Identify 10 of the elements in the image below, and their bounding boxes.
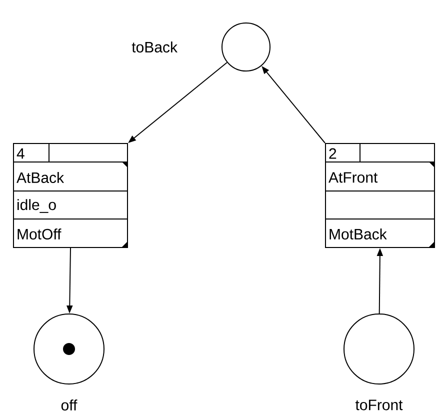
count-label: 4	[16, 148, 24, 159]
row-label: MotOff	[18, 228, 62, 240]
row-label: AtFront	[328, 172, 378, 183]
place-label: off	[61, 400, 78, 410]
row-label: idle_o	[18, 199, 56, 213]
count-label: 2	[329, 148, 336, 159]
row-label: AtBack	[16, 172, 64, 183]
row-label: MotBack	[330, 228, 387, 240]
place-label: toFront	[355, 400, 403, 410]
place-label: toBack	[132, 42, 178, 52]
